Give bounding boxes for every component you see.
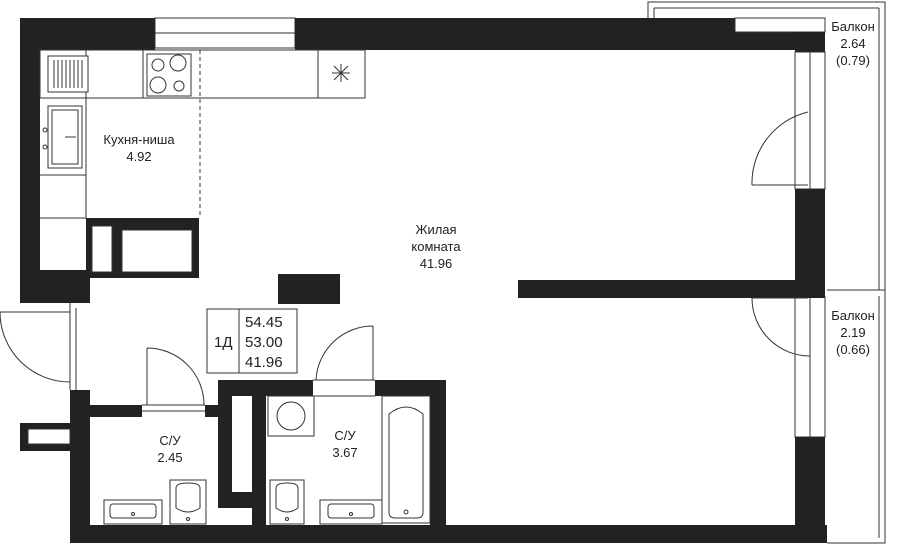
sink-left-icon <box>103 499 163 525</box>
bath-left-door <box>146 347 205 406</box>
bath-right-name: С/У <box>334 428 356 443</box>
kitchen-area: 4.92 <box>126 149 151 164</box>
hood-icon <box>332 64 350 82</box>
balcony-bottom-outline <box>827 289 886 544</box>
balcony-top-name: Балкон <box>831 19 875 34</box>
area-2: 53.00 <box>245 334 283 351</box>
stove-icon <box>146 53 192 97</box>
bath-left-area: 2.45 <box>157 450 182 465</box>
toilet-right-icon <box>269 479 305 525</box>
sink-right-icon <box>319 499 383 525</box>
living-name-line2: комната <box>411 239 461 254</box>
bathroom-walls <box>90 379 446 525</box>
kitchen-block <box>86 218 340 304</box>
balcony-top-area: 2.64 <box>840 36 865 51</box>
bath-right-area: 3.67 <box>332 445 357 460</box>
kitchen-name: Кухня-ниша <box>103 132 175 147</box>
balcony-top-coef: (0.79) <box>836 53 870 68</box>
apartment-type: 1Д <box>214 334 233 351</box>
bathtub-icon <box>381 395 431 524</box>
balcony-bottom-area: 2.19 <box>840 325 865 340</box>
balcony-bottom-name: Балкон <box>831 308 875 323</box>
bath-left-name: С/У <box>159 433 181 448</box>
total-area: 54.45 <box>245 314 283 331</box>
balcony-bottom-door <box>751 297 811 357</box>
entrance-door <box>0 311 71 383</box>
living-name-line1: Жилая <box>415 222 456 237</box>
balcony-bottom-coef: (0.66) <box>836 342 870 357</box>
living-area-summary: 41.96 <box>245 354 283 371</box>
fridge-icon <box>47 55 89 93</box>
kitchen-sink-icon <box>42 105 83 169</box>
washing-machine-icon <box>267 395 315 437</box>
living-area: 41.96 <box>420 256 453 271</box>
exterior-walls <box>20 17 827 543</box>
balcony-top-door <box>751 111 809 186</box>
area-summary: 1Д 54.45 53.00 41.96 <box>206 308 298 374</box>
bath-right-door <box>315 325 374 381</box>
kitchen-counter <box>39 49 366 219</box>
toilet-left-icon <box>169 479 207 525</box>
